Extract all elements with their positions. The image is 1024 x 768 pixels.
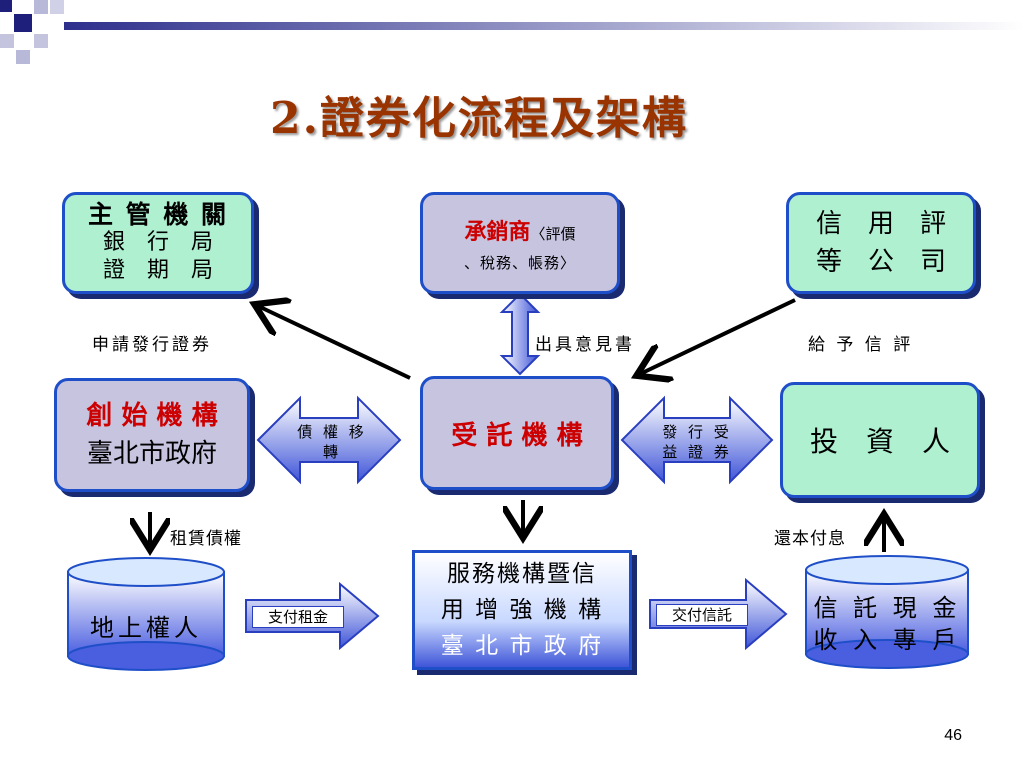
label-repay: 還本付息 bbox=[774, 529, 846, 549]
trustee-box: 受 託 機 構 bbox=[420, 376, 614, 490]
pay-rent-text: 支付租金 bbox=[252, 606, 344, 628]
double-arrow-issue-securities bbox=[620, 395, 774, 485]
trust-account-line2: 收 入 專 戶 bbox=[813, 626, 961, 654]
arrow-rating-to-trustee bbox=[640, 298, 796, 374]
regulator-box: 主 管 機 關 銀 行 局 證 期 局 bbox=[62, 192, 254, 294]
claim-transfer-line1: 債 權 移 bbox=[297, 423, 367, 441]
regulator-line3: 證 期 局 bbox=[102, 258, 213, 283]
rating-agency-box: 信 用 評 等 公 司 bbox=[786, 192, 976, 294]
servicer-line3: 臺 北 市 政 府 bbox=[440, 633, 604, 659]
claim-transfer-line2: 轉 bbox=[322, 443, 341, 461]
underwriter-note1: 〈評價 bbox=[530, 224, 576, 243]
regulator-line1: 主 管 機 關 bbox=[87, 200, 229, 229]
page-number: 46 bbox=[944, 727, 962, 744]
corner-decoration bbox=[0, 0, 1024, 64]
lessee-label: 地上權人 bbox=[90, 614, 202, 642]
originator-line1: 創 始 機 構 bbox=[86, 401, 218, 431]
issue-line1: 發 行 受 bbox=[662, 423, 732, 441]
label-give-rating: 給 予 信 評 bbox=[808, 335, 914, 355]
pay-trust-text: 交付信託 bbox=[656, 604, 748, 626]
servicer-box: 服務機構暨信 用 增 強 機 構 臺 北 市 政 府 bbox=[412, 550, 632, 670]
cylinder-trust-account bbox=[805, 555, 969, 669]
trustee-label: 受 託 機 構 bbox=[451, 420, 583, 451]
double-arrow-underwriter-trustee bbox=[499, 292, 541, 376]
rating-line2: 等 公 司 bbox=[815, 247, 946, 277]
claim-transfer-text: 債 權 移 轉 bbox=[284, 422, 380, 462]
originator-line2: 臺北市政府 bbox=[86, 439, 217, 469]
label-apply-issue: 申請發行證券 bbox=[92, 335, 212, 355]
investor-box: 投 資 人 bbox=[780, 382, 980, 498]
servicer-line2: 用 增 強 機 構 bbox=[440, 597, 604, 623]
underwriter-box: 承銷商〈評價 、稅務、帳務〉 bbox=[420, 192, 620, 294]
underwriter-note2: 、稅務、帳務〉 bbox=[463, 253, 576, 272]
investor-label: 投 資 人 bbox=[809, 425, 950, 458]
page-title: 2.證券化流程及架構 bbox=[270, 93, 688, 144]
servicer-line1: 服務機構暨信 bbox=[447, 561, 597, 587]
double-arrow-claim-transfer bbox=[256, 395, 402, 485]
rating-line1: 信 用 評 bbox=[815, 209, 946, 239]
label-lease-claim: 租賃債權 bbox=[170, 529, 242, 549]
underwriter-name: 承銷商 bbox=[464, 218, 531, 245]
issue-securities-text: 發 行 受 益 證 券 bbox=[650, 422, 744, 462]
label-issue-opinion: 出具意見書 bbox=[535, 335, 635, 355]
regulator-line2: 銀 行 局 bbox=[102, 230, 213, 255]
cylinder-lessee bbox=[67, 557, 225, 671]
trust-account-label: 信 託 現 金 收 入 專 戶 bbox=[806, 592, 968, 656]
originator-box: 創 始 機 構 臺北市政府 bbox=[54, 378, 250, 492]
trust-account-line1: 信 託 現 金 bbox=[813, 594, 961, 622]
issue-line2: 益 證 券 bbox=[662, 443, 732, 461]
arrow-trustee-to-regulator bbox=[258, 306, 411, 380]
